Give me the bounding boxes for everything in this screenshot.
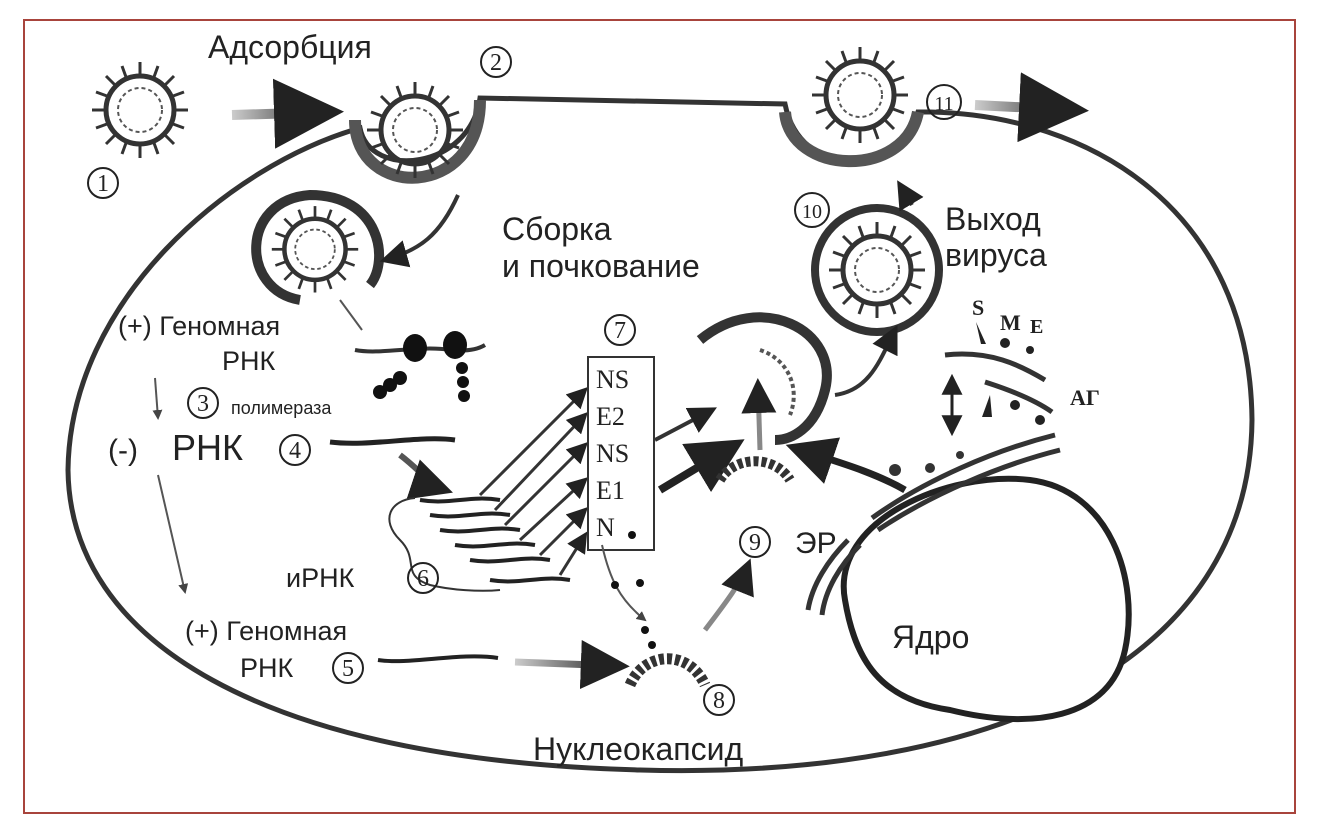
replication-arrow-1: [152, 377, 163, 420]
assembly-vesicle: [696, 312, 832, 445]
virion-1: [92, 62, 188, 158]
protein-label: E1: [596, 476, 625, 505]
protein-box: [587, 356, 655, 551]
label-minus-prefix: (-): [108, 434, 138, 467]
label-nucleocapsid: Нуклеокапсид: [533, 731, 743, 767]
entry-thread: [339, 299, 363, 331]
label-protein-m: M: [1000, 310, 1021, 335]
label-nucleus: Ядро: [892, 619, 969, 655]
assembly-arrow-up: [834, 324, 898, 397]
endosome: [251, 189, 385, 305]
nucleocapsid-9-up-arrow: [741, 378, 777, 451]
ribosomes: [373, 331, 470, 402]
label-adsorption: Адсорбция: [208, 29, 372, 65]
step-number-10: 10: [802, 201, 822, 223]
protein-label: NS: [596, 365, 629, 394]
step-number-6: 6: [417, 566, 429, 592]
minus-rna-strand: [329, 436, 456, 446]
label-golgi: АГ: [1070, 385, 1100, 410]
virion-10: [811, 204, 943, 336]
label-rna-top: РНК: [222, 346, 276, 376]
arrow-8-to-9: [703, 558, 754, 632]
step-labels: 1 2 3 4 5 6 7 8 9 10 11: [97, 50, 954, 714]
step-number-5: 5: [342, 656, 354, 682]
budding-pit: [779, 110, 924, 168]
label-protein-e: E: [1030, 316, 1043, 338]
nucleus: [840, 475, 1132, 723]
step-number-11: 11: [934, 93, 953, 115]
step-number-9: 9: [749, 530, 761, 556]
arrow-10-11: [897, 180, 924, 212]
adsorption-arrow: [231, 78, 344, 149]
protein-label: NS: [596, 439, 629, 468]
er-to-vesicle-arrow: [785, 437, 907, 494]
exit-arrow: [974, 72, 1089, 143]
translation-arrows: [478, 387, 589, 576]
label-minus-rna: РНК: [172, 427, 243, 468]
step-number-3: 3: [197, 391, 209, 417]
label-rna-bottom: РНК: [240, 653, 294, 683]
label-protein-s: S: [972, 295, 984, 320]
step-number-4: 4: [289, 438, 301, 464]
step-number-1: 1: [97, 171, 109, 197]
step-number-7: 7: [614, 318, 626, 344]
step-number-8: 8: [713, 688, 725, 714]
label-genomic-rna-bottom: (+) Геномная: [185, 616, 347, 646]
step-circles: [87, 46, 962, 716]
mrna-strands: [419, 496, 571, 584]
endoplasmic-reticulum: [805, 432, 1061, 616]
plus-rna-strand-bottom: [377, 654, 499, 664]
box-to-vesicle-arrow-1: [654, 407, 717, 442]
step-number-2: 2: [490, 50, 502, 76]
label-genomic-rna-top: (+) Геномная: [118, 311, 280, 341]
label-exit-2: вируса: [945, 237, 1047, 273]
endocytosis-arrow: [379, 194, 460, 268]
mrna-tail: [388, 497, 501, 592]
nucleocapsid-9: [715, 456, 795, 483]
protein-label: E2: [596, 402, 625, 431]
golgi-apparatus: [944, 351, 1054, 415]
nucleocapsid-8: [624, 653, 711, 688]
label-polymerase: полимераза: [231, 398, 332, 418]
virion-11: [812, 47, 908, 143]
label-er: ЭР: [795, 527, 837, 560]
replication-arrow-2: [157, 474, 189, 594]
rna-transcription-arrow: [398, 452, 453, 500]
surface-proteins: [976, 322, 1045, 425]
label-mrna: иРНК: [286, 563, 355, 593]
virion-2: [349, 82, 486, 184]
er-proteins: [889, 451, 964, 476]
label-exit-1: Выход: [945, 201, 1041, 237]
diagram-frame: [23, 19, 1296, 814]
rna-to-nucleocapsid-arrow: [514, 640, 630, 689]
label-assembly-1: Сборка: [502, 211, 612, 247]
n-protein-dots: [611, 531, 656, 649]
protein-label: N: [596, 513, 615, 542]
label-assembly-2: и почкование: [502, 248, 700, 284]
box-to-vesicle-arrow-2: [657, 439, 745, 494]
